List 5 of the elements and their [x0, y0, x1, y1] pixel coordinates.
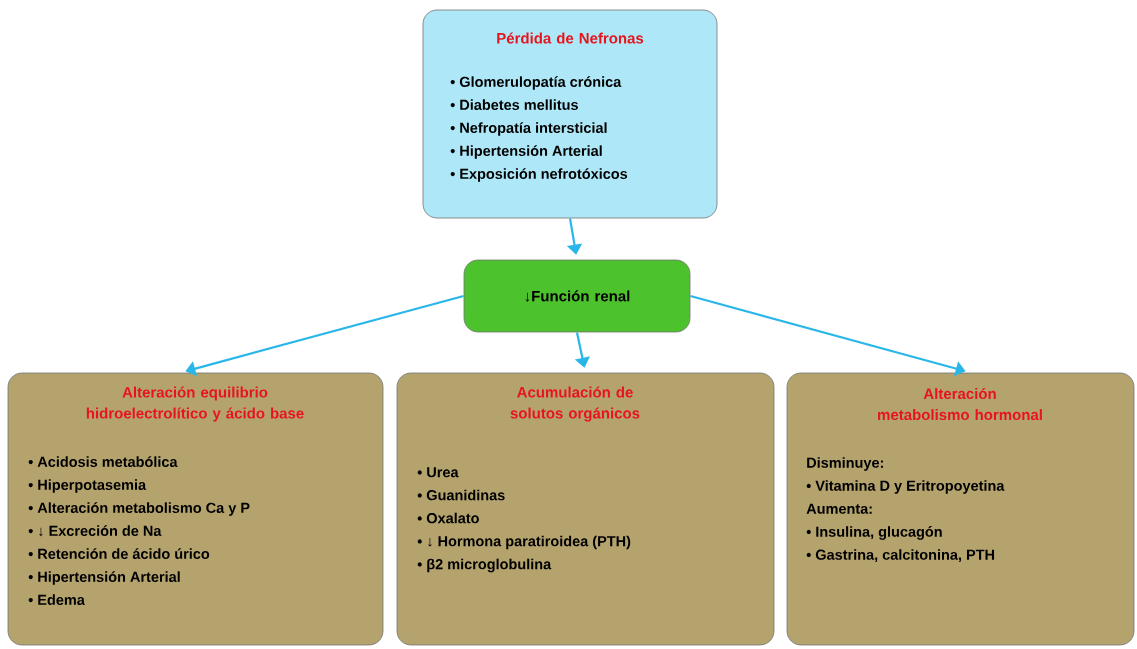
effect-box: Alteración metabolismo hormonal Disminuye: • Vitamina D y Eritropoyetina Aumenta: • Insulina, glucagón • Gastrina, calcitonina, PTH	[786, 372, 1135, 646]
effect-box: Alteración equilibrio hidroelectrolítico y ácido base • Acidosis metabólica • Hiperpotasemia • Alteración metabolismo Ca y P • ↓ Excreción de Na • Retención de ácido úrico • Hipertensión Arterial • Edema	[7, 372, 384, 646]
cause-box: Pérdida de Nefronas • Glomerulopatía crónica • Diabetes mellitus • Nefropatía intersticial • Hipertensión Arterial • Exposición nefrotóxicos	[422, 9, 718, 219]
process-box: ↓Función renal	[463, 259, 691, 333]
effect-box: Acumulación de solutos orgánicos • Urea • Guanidinas • Oxalato • ↓ Hormona paratiroidea (PTH) • β2 microglobulina	[396, 372, 775, 646]
